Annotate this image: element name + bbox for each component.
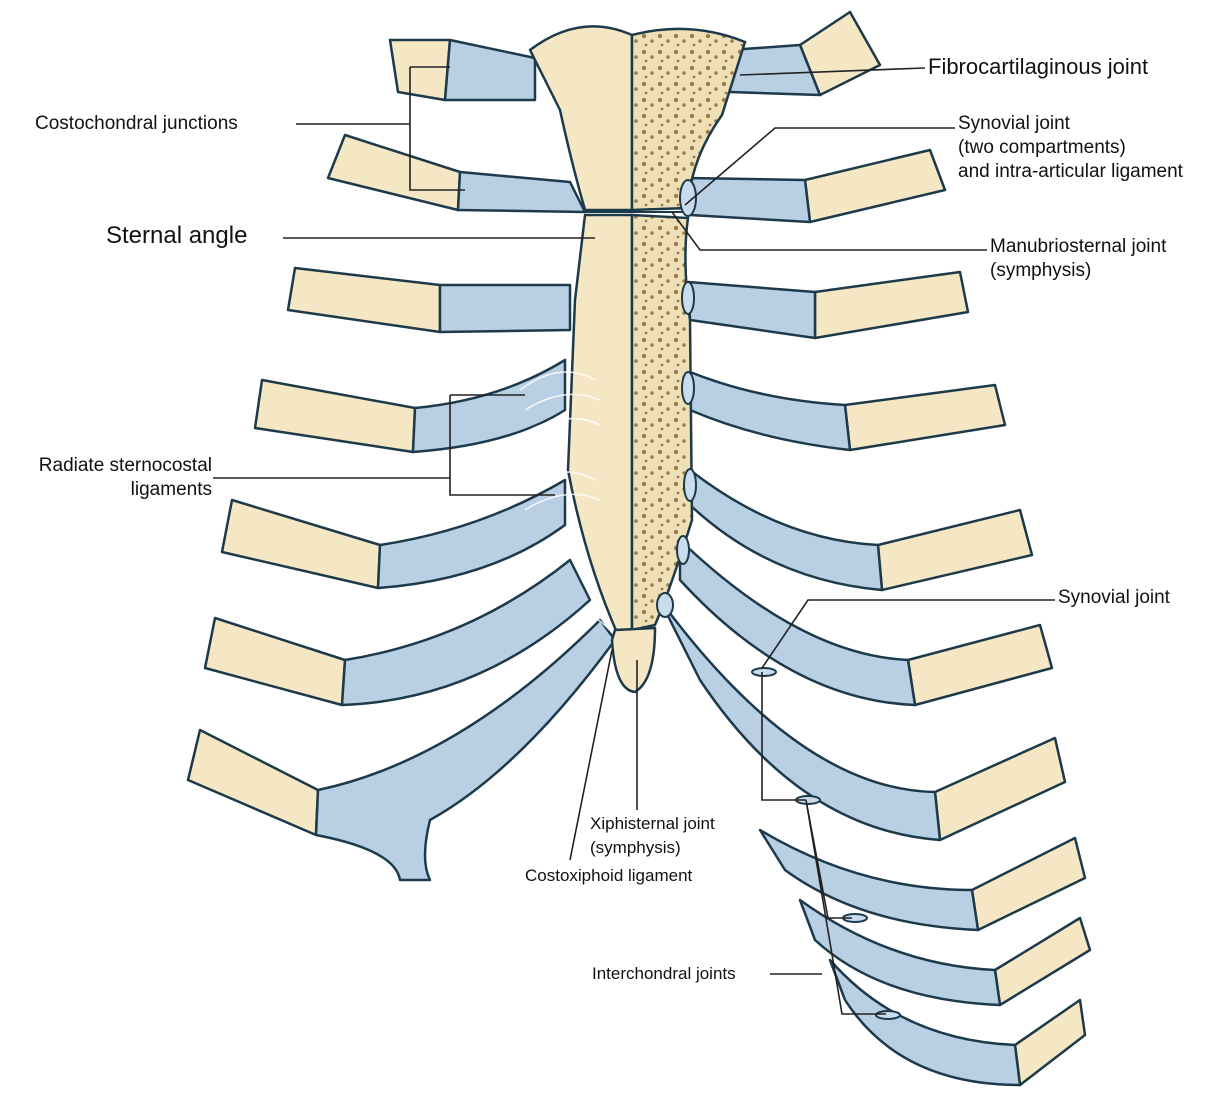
label-synovial-joint-top: Synovial joint (two compartments) and in… xyxy=(958,112,1183,184)
synovial-top-line-3: and intra-articular ligament xyxy=(958,160,1183,184)
left-rib-4 xyxy=(255,380,415,452)
left-cartilage-4 xyxy=(413,360,565,452)
right-rib-4 xyxy=(845,385,1005,450)
manubriosternal-line-1: Manubriosternal joint xyxy=(990,235,1166,259)
right-rib-7 xyxy=(935,738,1065,840)
synovial-top-line-2: (two compartments) xyxy=(958,136,1183,160)
left-cartilage-3 xyxy=(440,285,570,332)
radiate-line-2: ligaments xyxy=(10,478,212,502)
label-fibrocartilaginous-joint: Fibrocartilaginous joint xyxy=(928,55,1148,79)
xiphisternal-line-1: Xiphisternal joint xyxy=(590,812,715,836)
label-synovial-joint-lower: Synovial joint xyxy=(1058,586,1170,610)
radiate-line-1: Radiate sternocostal xyxy=(10,454,212,478)
left-cartilage-2 xyxy=(458,172,585,212)
right-rib-2 xyxy=(805,150,945,222)
right-cartilage-4 xyxy=(690,372,850,450)
right-cartilage-3 xyxy=(688,282,815,338)
left-rib-2 xyxy=(328,135,460,210)
right-cartilage-5 xyxy=(690,470,882,590)
xiphisternal-line-2: (symphysis) xyxy=(590,836,715,860)
right-cartilage-8 xyxy=(760,830,978,930)
label-costochondral-junctions: Costochondral junctions xyxy=(35,112,238,136)
right-rib-8 xyxy=(972,838,1085,930)
label-sternal-angle: Sternal angle xyxy=(106,224,247,248)
left-rib-5 xyxy=(222,500,380,588)
left-cartilage-1 xyxy=(445,40,535,100)
left-rib-3 xyxy=(288,268,440,332)
right-rib-3 xyxy=(815,272,968,338)
left-rib-7 xyxy=(188,730,318,835)
left-rib-6 xyxy=(205,618,345,705)
synovial-top-line-1: Synovial joint xyxy=(958,112,1183,136)
label-xiphisternal-joint: Xiphisternal joint (symphysis) xyxy=(590,812,715,860)
xiphoid-process xyxy=(612,628,655,692)
right-rib-10 xyxy=(1015,1000,1085,1085)
right-rib-9 xyxy=(995,918,1090,1005)
left-rib-1 xyxy=(390,40,450,100)
label-manubriosternal-joint: Manubriosternal joint (symphysis) xyxy=(990,235,1166,283)
right-rib-6 xyxy=(908,625,1052,705)
label-costoxiphoid-ligament: Costoxiphoid ligament xyxy=(525,864,692,888)
right-rib-5 xyxy=(878,510,1032,590)
label-interchondral-joints: Interchondral joints xyxy=(592,962,736,986)
label-radiate-ligaments: Radiate sternocostal ligaments xyxy=(10,454,212,502)
right-cartilage-2 xyxy=(688,178,810,222)
left-cartilage-5 xyxy=(378,480,565,588)
manubriosternal-line-2: (symphysis) xyxy=(990,259,1166,283)
